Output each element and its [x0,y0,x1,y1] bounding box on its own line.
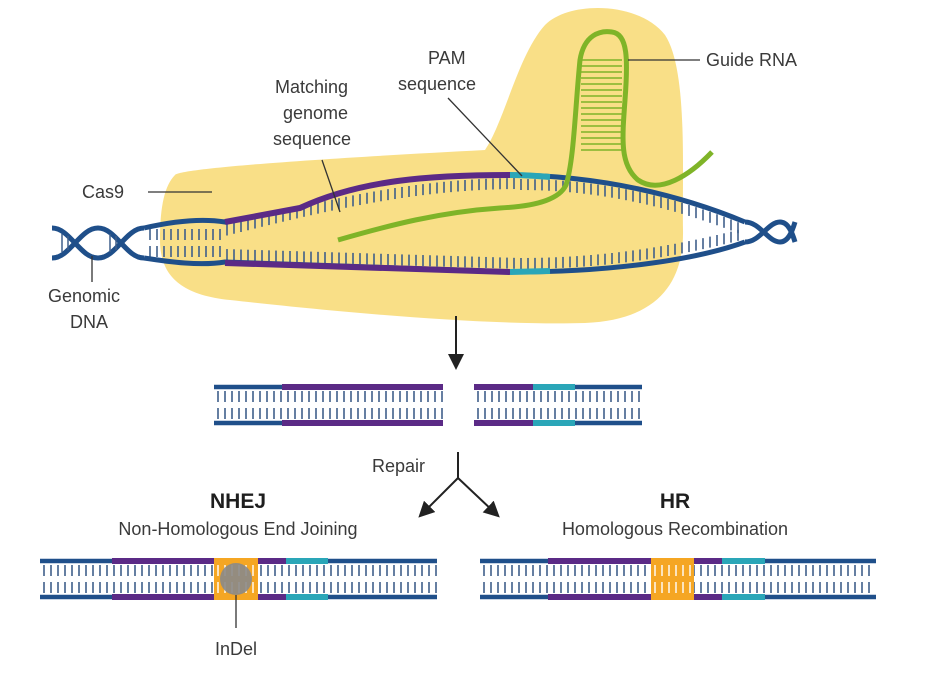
hr-title: HR [660,490,690,513]
hr-repaired-dna [480,558,876,600]
dna-helix-left-rungs [61,234,117,252]
pam-sequence-top [509,172,551,180]
matching-label-line1: Matching [275,77,348,97]
indel-marker [220,563,252,595]
guide-rna-label: Guide RNA [706,50,797,70]
repair-label: Repair [372,456,425,476]
cas9-protein-blob [160,8,684,324]
matching-label-line2: genome [283,103,348,123]
indel-label: InDel [215,639,257,659]
repair-branch-arrows [418,452,500,518]
pam-label-line2: sequence [398,74,476,94]
guide-rna-hairpin-rungs [581,59,622,151]
cas9-label: Cas9 [82,182,124,202]
dna-helix-right [744,219,798,245]
nhej-title: NHEJ [210,490,266,513]
pam-label-line1: PAM [428,48,466,68]
insert-segment [651,558,694,600]
guide-rna-strand [337,29,714,243]
genomic-dna-label-line2: DNA [70,312,108,332]
cut-dna-right [474,384,642,426]
dna-helix-left [51,225,145,261]
callout-lines [91,59,700,282]
unwound-dna-rungs [149,178,739,269]
matching-sequence-top [224,172,511,225]
genomic-dna-label-line1: Genomic [48,286,120,306]
cut-dna-left [214,384,443,426]
nhej-subtitle: Non-Homologous End Joining [118,519,357,539]
pam-sequence-bottom [509,268,551,275]
matching-label-line3: sequence [273,129,351,149]
hr-subtitle: Homologous Recombination [562,519,788,539]
matching-sequence-bottom [224,260,511,275]
